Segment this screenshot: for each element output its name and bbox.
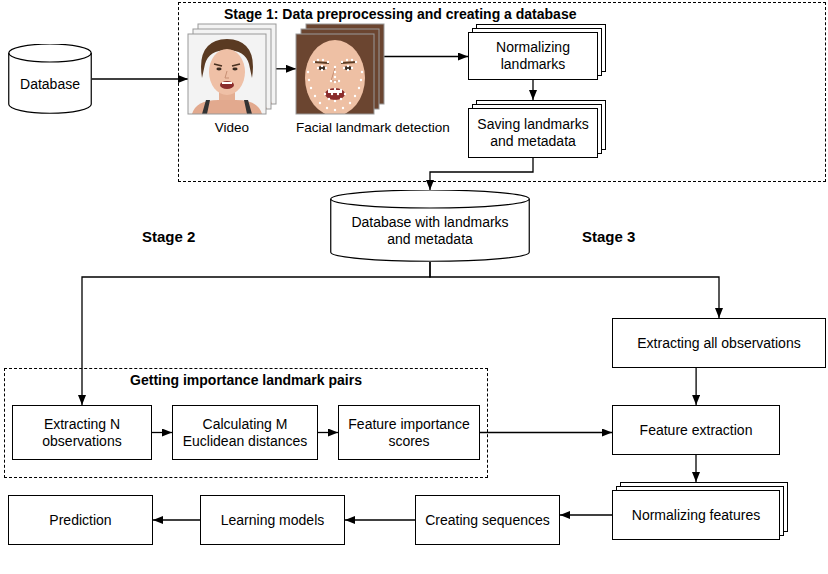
arrow-connector (695, 368, 696, 405)
node-text: Learning models (221, 512, 325, 529)
process-box: Creating sequences (415, 495, 560, 545)
node-text: Normalizing features (632, 507, 760, 524)
landmark-frames (296, 24, 384, 116)
arrow-connector (345, 519, 415, 520)
arrow-connector (92, 78, 188, 79)
process-box: Feature importance scores (338, 405, 480, 460)
group-title: Stage 1: Data preprocessing and creating… (179, 6, 825, 23)
node-text: Feature extraction (640, 422, 753, 439)
arrow-connector (695, 455, 696, 482)
process-box: Prediction (8, 495, 153, 545)
image-stack: Facial landmark detection (296, 24, 384, 136)
arrow-connector (430, 158, 533, 190)
node-text: Creating sequences (425, 512, 550, 529)
arrow-connector (430, 262, 719, 318)
database-cylinder: Database (8, 44, 92, 114)
video-frames (188, 24, 276, 114)
arrow-connector (480, 432, 612, 433)
node-text: Extracting all observations (637, 335, 800, 352)
process-box: Saving landmarks and metadata (468, 108, 598, 158)
process-box: Calculating M Euclidean distances (172, 405, 318, 460)
stage-group: Stage 1: Data preprocessing and creating… (178, 2, 826, 182)
image-caption: Video (188, 120, 276, 136)
group-title: Getting importance landmark pairs (5, 372, 487, 389)
node-text: Prediction (49, 512, 111, 529)
node-text: Calculating M Euclidean distances (179, 416, 311, 450)
database-cylinder: Database with landmarks and metadata (330, 190, 530, 262)
arrow-connector (318, 432, 338, 433)
arrow-connector (384, 56, 468, 57)
node-text: Database with landmarks and metadata (340, 214, 520, 248)
image-stack: Video (188, 24, 276, 136)
stage-group: Getting importance landmark pairsExtract… (4, 368, 488, 478)
process-box: Normalizing features (612, 490, 780, 540)
process-box: Extracting N observations (12, 405, 152, 460)
arrow-connector (276, 68, 296, 69)
stage-label: Stage 3 (582, 228, 635, 245)
process-box: Normalizing landmarks (468, 32, 598, 80)
arrow-connector (153, 519, 200, 520)
stage-label: Stage 2 (142, 228, 195, 245)
arrow-connector (152, 432, 172, 433)
process-box: Extracting all observations (612, 318, 826, 368)
node-text: Database (20, 76, 80, 93)
node-text: Feature importance scores (345, 416, 473, 450)
arrow-connector (532, 80, 533, 100)
arrow-connector (560, 514, 612, 515)
node-text: Extracting N observations (19, 416, 145, 450)
process-box: Feature extraction (612, 405, 780, 455)
image-caption: Facial landmark detection (296, 120, 450, 136)
process-box: Learning models (200, 495, 345, 545)
node-text: Normalizing landmarks (475, 39, 591, 73)
node-text: Saving landmarks and metadata (475, 116, 591, 150)
